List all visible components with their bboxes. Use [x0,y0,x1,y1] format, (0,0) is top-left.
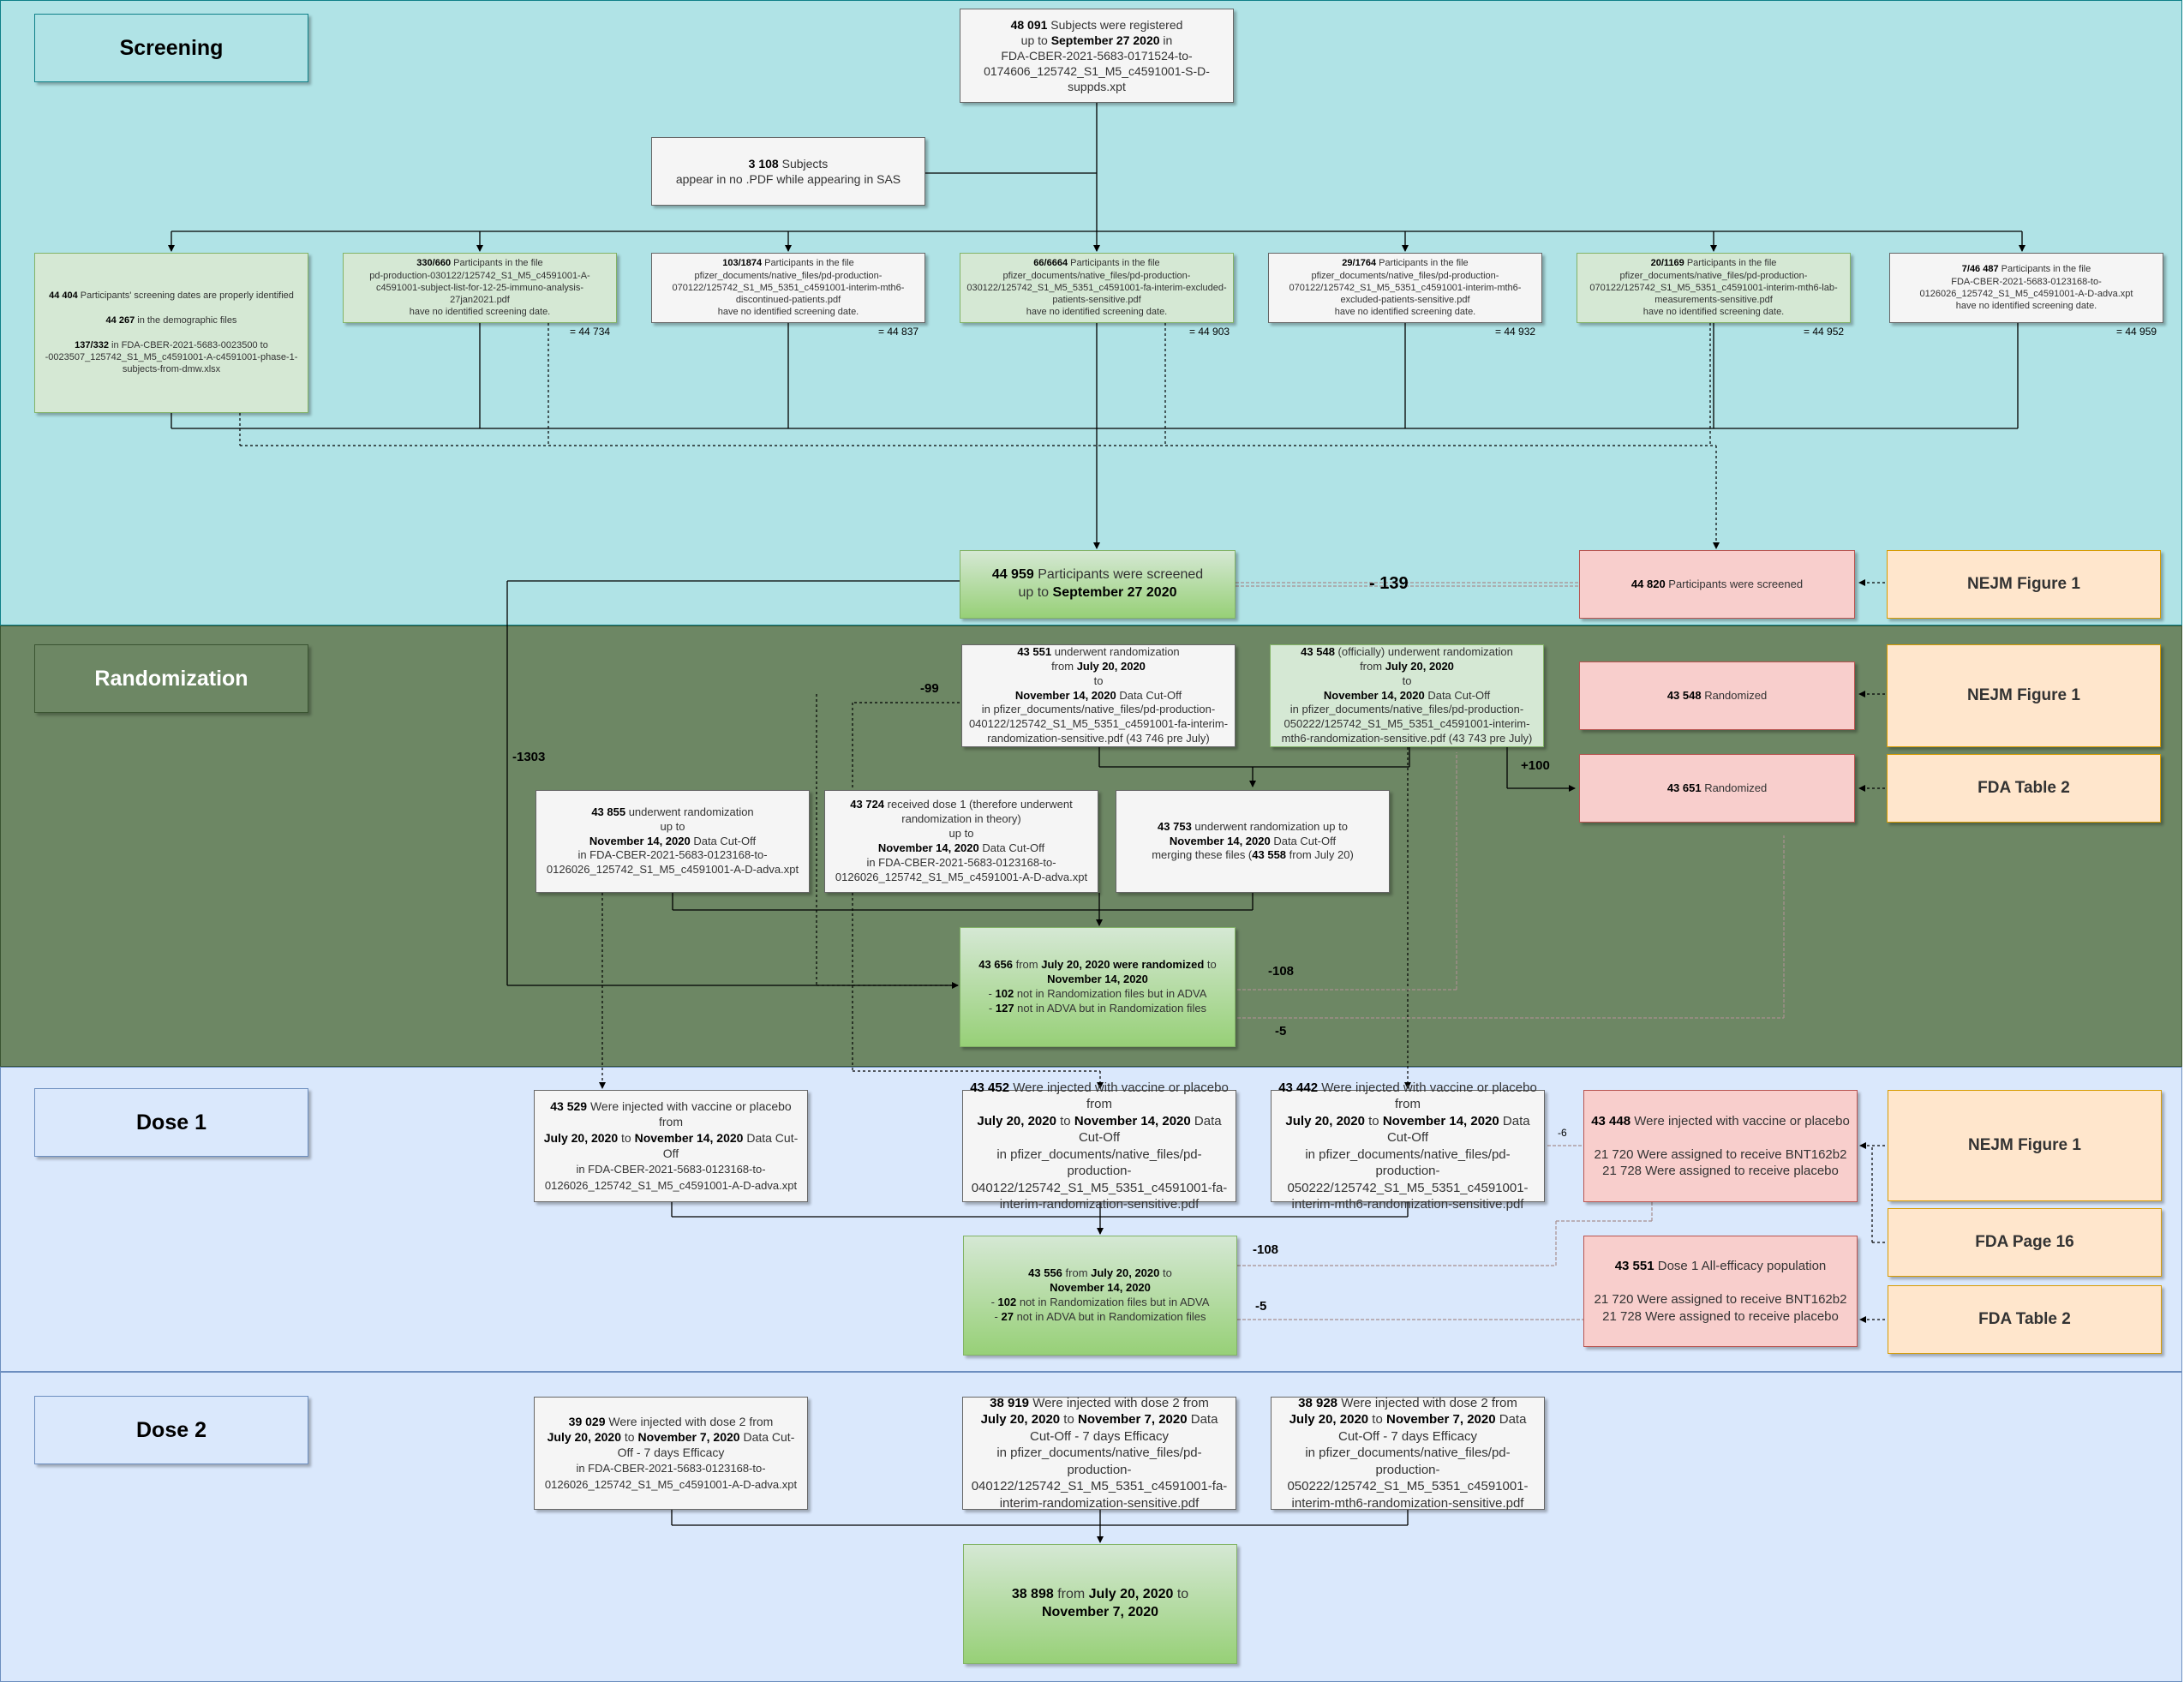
dose1-fa-interim-box: 43 452 Were injected with vaccine or pla… [962,1080,1236,1212]
running-total-6: = 44 959 [2116,326,2157,338]
nejm-screened-box: 44 820 Participants were screened [1579,550,1855,619]
running-total-1: = 44 734 [570,326,611,338]
section-header-randomization: Randomization [34,644,308,713]
ref-fda-table2-randomization: FDA Table 2 [1887,754,2161,823]
randomization-mth6-box: 43 548 (officially) underwent randomizat… [1270,644,1544,747]
label-minus-108-dose1: -108 [1253,1242,1279,1257]
label-minus-1303: -1303 [512,750,546,764]
screening-difference-label: - 139 [1369,574,1409,593]
demographic-screening-box: 44 404 Participants' screening dates are… [34,253,308,413]
dose1-mth6-box: 43 442 Were injected with vaccine or pla… [1271,1080,1545,1212]
label-minus-108-randomization: -108 [1268,964,1295,979]
label-minus-99: -99 [920,681,939,696]
ref-fda-page16: FDA Page 16 [1888,1208,2162,1277]
ref-fda-table2-dose1: FDA Table 2 [1888,1285,2162,1354]
ref-nejm-figure1-dose1: NEJM Figure 1 [1888,1090,2162,1201]
running-total-5: = 44 952 [1804,326,1845,338]
label-plus-100: +100 [1521,758,1550,773]
label-minus-5-randomization: -5 [1275,1024,1287,1039]
running-total-4: = 44 932 [1495,326,1536,338]
nejm-randomized-box: 43 548 Randomized [1579,661,1855,730]
randomized-result-box: 43 656 from July 20, 2020 were randomize… [960,927,1236,1047]
ref-nejm-figure1-randomization: NEJM Figure 1 [1887,644,2161,747]
label-minus-5-dose1: -5 [1255,1299,1267,1314]
running-total-2: = 44 837 [878,326,919,338]
section-header-screening: Screening [34,14,308,82]
dose1-theory-randomization-box: 43 724 received dose 1 (therefore underw… [824,790,1098,893]
fda-randomized-box: 43 651 Randomized [1579,754,1855,823]
dose1-adva-box: 43 529 Were injected with vaccine or pla… [534,1090,808,1202]
section-header-dose2: Dose 2 [34,1396,308,1464]
section-header-dose1: Dose 1 [34,1088,308,1157]
label-minus-6: -6 [1558,1127,1567,1139]
nejm-dose1-box: 43 448 Were injected with vaccine or pla… [1583,1090,1858,1202]
ref-nejm-figure1-screening: NEJM Figure 1 [1887,550,2161,619]
running-total-3: = 44 903 [1189,326,1230,338]
